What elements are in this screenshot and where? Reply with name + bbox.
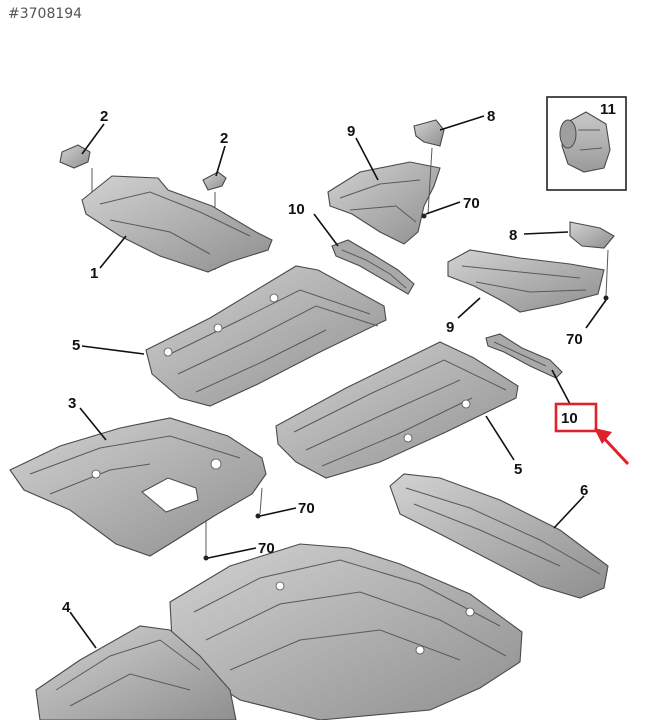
part-5-upper-floor-panel xyxy=(145,265,387,407)
part-3-engine-shield xyxy=(9,417,267,557)
part-5-lower-floor-panel xyxy=(275,341,519,479)
part-10-lower-seal xyxy=(485,333,563,379)
callout-6: 6 xyxy=(580,482,588,499)
part-4-rear-shield xyxy=(35,625,237,720)
callout-5-lower: 5 xyxy=(514,461,522,478)
callout-2-right: 2 xyxy=(220,130,228,147)
part-8-upper-cover xyxy=(413,119,445,215)
callout-70-mid: 70 xyxy=(298,500,315,517)
callout-10-highlighted: 10 xyxy=(561,410,578,427)
callout-10-upper: 10 xyxy=(288,201,305,218)
part-rear-floor-panel xyxy=(169,543,523,720)
reference-number: #3708194 xyxy=(8,6,83,22)
callout-11: 11 xyxy=(600,101,616,118)
part-9-lower-shield xyxy=(447,249,605,313)
callout-70-right: 70 xyxy=(566,331,583,348)
callout-70-upper: 70 xyxy=(463,195,480,212)
leader-lines xyxy=(69,115,607,649)
callout-70-lower: 70 xyxy=(258,540,275,557)
part-8-lower-cover xyxy=(569,221,615,297)
callout-8-lower: 8 xyxy=(509,227,517,244)
part-1-front-shield xyxy=(81,175,273,273)
highlight-callout-10 xyxy=(554,402,630,466)
part-6-side-shield xyxy=(389,473,609,599)
callout-9-upper: 9 xyxy=(347,123,355,140)
part-11-detail-inset xyxy=(546,96,627,191)
callout-5-upper: 5 xyxy=(72,337,80,354)
part-10-upper-seal xyxy=(331,239,415,295)
callout-8-upper: 8 xyxy=(487,108,495,125)
fastener-70-marks xyxy=(203,213,609,561)
callout-3: 3 xyxy=(68,395,76,412)
callout-4: 4 xyxy=(62,599,71,616)
callout-2-left: 2 xyxy=(100,108,108,125)
callout-1: 1 xyxy=(90,265,98,282)
callout-9-lower: 9 xyxy=(446,319,454,336)
part-2-clip-left xyxy=(59,144,93,196)
part-9-upper-bracket xyxy=(327,161,441,245)
